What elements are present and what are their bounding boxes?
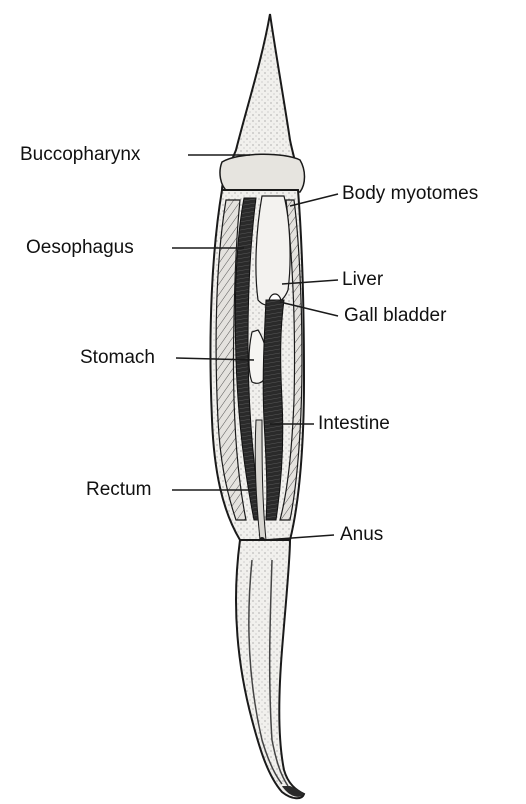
label-gall-bladder: Gall bladder xyxy=(344,306,446,325)
label-body-myotomes: Body myotomes xyxy=(342,184,478,203)
label-rectum: Rectum xyxy=(86,480,151,499)
label-intestine: Intestine xyxy=(318,414,390,433)
label-anus: Anus xyxy=(340,525,383,544)
label-buccopharynx: Buccopharynx xyxy=(20,145,140,164)
label-liver: Liver xyxy=(342,270,383,289)
label-oesophagus: Oesophagus xyxy=(26,238,134,257)
liver-shape xyxy=(256,196,290,305)
buccopharynx-region xyxy=(220,154,305,192)
label-stomach: Stomach xyxy=(80,348,155,367)
